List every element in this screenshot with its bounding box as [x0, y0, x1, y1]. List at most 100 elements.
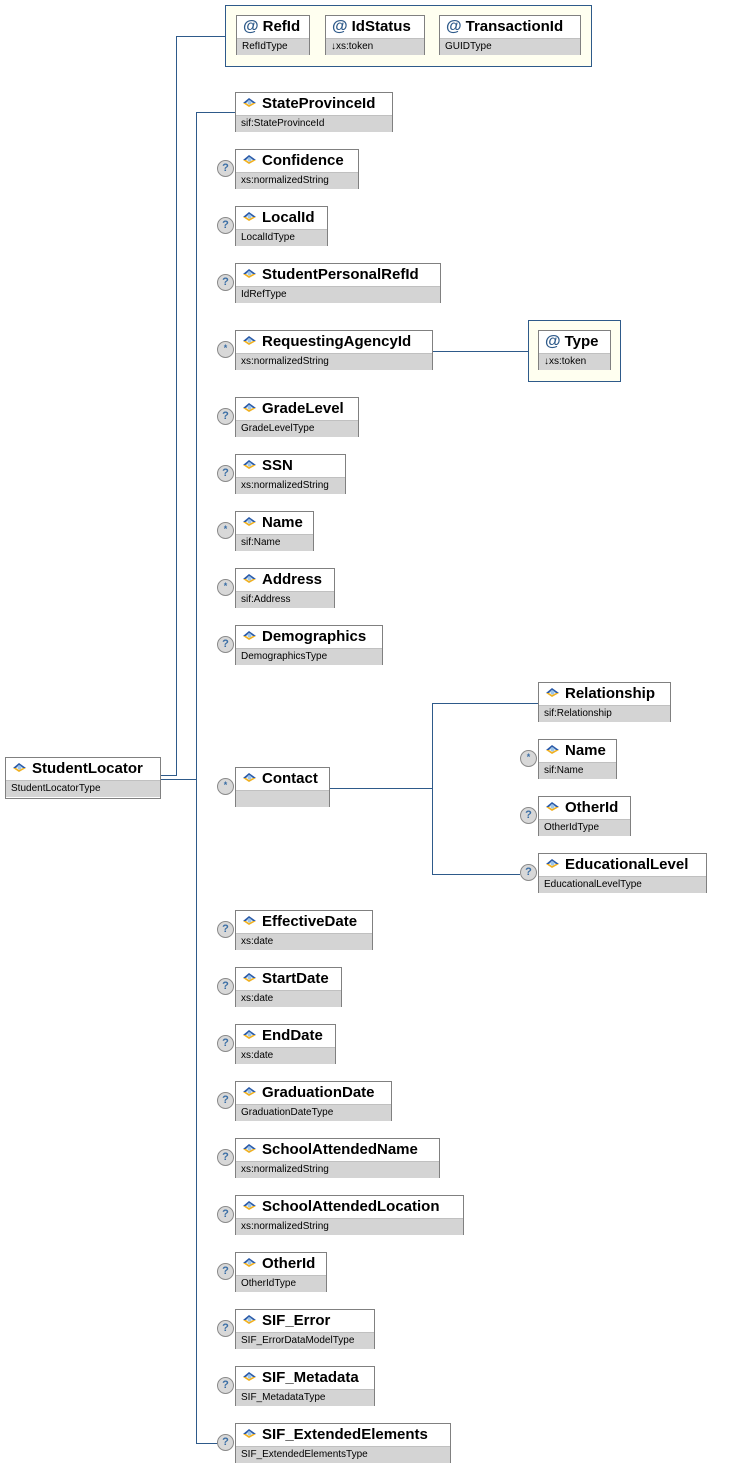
element-type: sif:Name	[539, 762, 616, 779]
element-type: IdRefType	[236, 286, 440, 303]
occurrence-optional-icon: ?	[217, 1263, 234, 1280]
connector	[196, 112, 197, 1444]
occurrence-optional-icon: ?	[217, 1434, 234, 1451]
occurrence-many-icon: *	[217, 341, 234, 358]
element-name: RequestingAgencyId	[262, 333, 412, 350]
element-type: xs:normalizedString	[236, 1161, 439, 1178]
connector	[196, 112, 236, 113]
element-icon	[242, 1428, 257, 1439]
attribute-type[interactable]: @Type ↓xs:token	[538, 330, 611, 370]
element-startdate[interactable]: StartDate xs:date	[235, 967, 342, 1007]
element-type: xs:date	[236, 1047, 335, 1064]
element-type: sif:Address	[236, 591, 334, 608]
element-icon	[242, 630, 257, 641]
element-type: SIF_ExtendedElementsType	[236, 1446, 450, 1463]
attribute-group: @RefId RefIdType @IdStatus ↓xs:token @Tr…	[225, 5, 592, 67]
element-icon	[242, 573, 257, 584]
attribute-icon: @	[243, 18, 259, 35]
element-icon	[242, 516, 257, 527]
occurrence-many-icon: *	[217, 522, 234, 539]
occurrence-optional-icon: ?	[217, 978, 234, 995]
element-type: sif:StateProvinceId	[236, 115, 392, 132]
element-type: xs:date	[236, 990, 341, 1007]
element-icon	[242, 972, 257, 983]
element-name: Confidence	[262, 152, 344, 169]
attribute-idstatus[interactable]: @IdStatus ↓xs:token	[325, 15, 425, 55]
root-element-studentlocator[interactable]: StudentLocator StudentLocatorType	[5, 757, 161, 799]
element-address[interactable]: Address sif:Address	[235, 568, 335, 608]
element-icon	[242, 459, 257, 470]
element-name: Address	[262, 571, 323, 588]
occurrence-optional-icon: ?	[217, 1377, 234, 1394]
occurrence-many-icon: *	[217, 579, 234, 596]
connector	[196, 1443, 218, 1444]
attribute-group-requestingagencyid: @Type ↓xs:token	[528, 320, 621, 382]
element-icon	[242, 1086, 257, 1097]
occurrence-optional-icon: ?	[217, 1149, 234, 1166]
element-icon	[545, 687, 560, 698]
occurrence-optional-icon: ?	[217, 465, 234, 482]
element-type: GradeLevelType	[236, 420, 358, 437]
element-name: StartDate	[262, 970, 329, 987]
element-confidence[interactable]: Confidence xs:normalizedString	[235, 149, 359, 189]
element-name: EffectiveDate	[262, 913, 358, 930]
element-type: xs:normalizedString	[236, 172, 358, 189]
occurrence-optional-icon: ?	[217, 636, 234, 653]
element-icon	[242, 268, 257, 279]
attribute-icon: @	[545, 333, 561, 350]
element-icon	[242, 1029, 257, 1040]
connector	[432, 351, 529, 352]
connector	[160, 779, 197, 780]
occurrence-optional-icon: ?	[520, 864, 537, 881]
connector	[432, 874, 520, 875]
attribute-refid[interactable]: @RefId RefIdType	[236, 15, 310, 55]
occurrence-optional-icon: ?	[217, 1035, 234, 1052]
element-icon	[242, 1314, 257, 1325]
occurrence-optional-icon: ?	[520, 807, 537, 824]
connector	[160, 775, 177, 776]
connector	[176, 36, 177, 776]
element-type	[236, 790, 329, 807]
attribute-transactionid[interactable]: @TransactionId GUIDType	[439, 15, 581, 55]
element-type: SIF_ErrorDataModelType	[236, 1332, 374, 1349]
element-type: xs:normalizedString	[236, 1218, 463, 1235]
element-icon	[242, 402, 257, 413]
occurrence-optional-icon: ?	[217, 921, 234, 938]
element-type: GraduationDateType	[236, 1104, 391, 1121]
element-type: LocalIdType	[236, 229, 327, 246]
element-contact[interactable]: Contact	[235, 767, 330, 807]
element-type: xs:normalizedString	[236, 353, 432, 370]
element-name: LocalId	[262, 209, 315, 226]
element-icon	[545, 858, 560, 869]
element-type: DemographicsType	[236, 648, 382, 665]
element-icon	[242, 154, 257, 165]
attribute-icon: @	[332, 18, 348, 35]
element-requestingagencyid[interactable]: RequestingAgencyId xs:normalizedString	[235, 330, 433, 370]
element-name: SIF_Metadata	[262, 1369, 359, 1386]
element-name: StateProvinceId	[262, 95, 376, 112]
element-icon	[242, 335, 257, 346]
element-type: sif:Relationship	[539, 705, 670, 722]
element-icon	[242, 1143, 257, 1154]
element-stateprovinceid[interactable]: StateProvinceId sif:StateProvinceId	[235, 92, 393, 132]
occurrence-optional-icon: ?	[217, 408, 234, 425]
